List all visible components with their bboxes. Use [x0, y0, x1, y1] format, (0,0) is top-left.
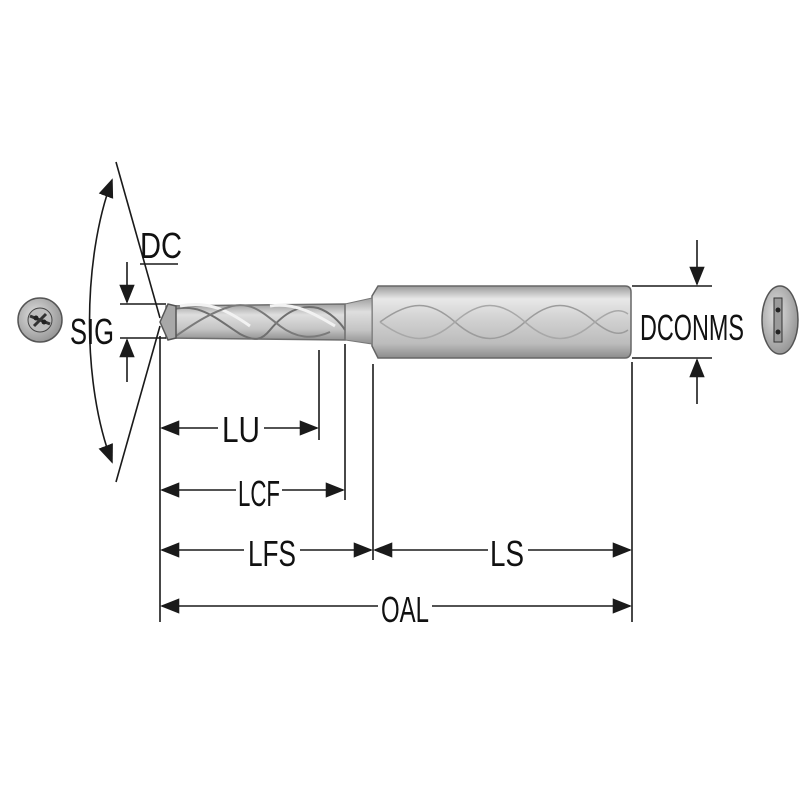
drill-body: [159, 285, 632, 359]
label-dc: DC: [140, 225, 182, 266]
label-sig: SIG: [70, 311, 114, 352]
label-lcf: LCF: [238, 473, 280, 514]
label-lu: LU: [222, 409, 260, 450]
dimension-labels: DC SIG LU LCF LFS LS OAL DCONMS: [70, 225, 744, 630]
label-dconms: DCONMS: [640, 307, 744, 348]
label-oal: OAL: [381, 589, 429, 630]
label-ls: LS: [490, 533, 524, 574]
label-lfs: LFS: [248, 533, 296, 574]
tip-end-view: [17, 297, 63, 343]
shank-end-view: [761, 285, 799, 355]
dimension-lines: [88, 161, 712, 622]
drill-shank: [371, 285, 632, 359]
